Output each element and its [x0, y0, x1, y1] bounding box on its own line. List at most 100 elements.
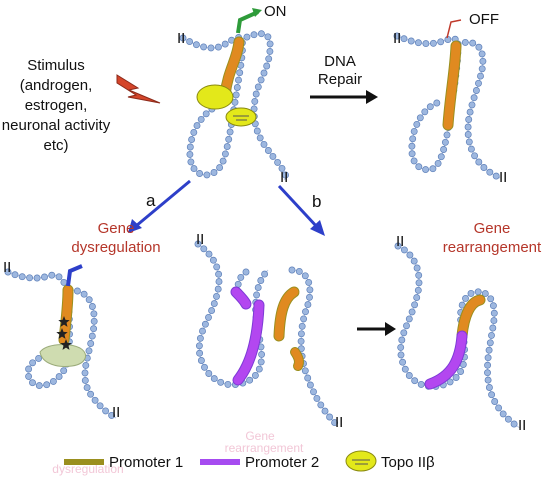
- path-a-arrow: [128, 179, 191, 233]
- dna-bead: [441, 138, 449, 146]
- legend-item-topo: Topo IIβ: [345, 450, 435, 472]
- dna-bead: [102, 407, 110, 415]
- dna-bead: [233, 84, 241, 91]
- dna-bead: [471, 152, 479, 160]
- dna-backbone: [239, 33, 287, 181]
- dna-bead: [422, 166, 430, 174]
- promoter-1-segment-broken: [273, 286, 300, 342]
- dna-bead: [295, 267, 303, 275]
- dna-bead: [452, 374, 460, 381]
- stimulus-line-5: etc): [43, 137, 68, 154]
- legend-label-promoter-2: Promoter 2: [245, 454, 319, 471]
- dna-bead: [410, 157, 418, 165]
- dna-bead: [236, 69, 244, 77]
- topo-iib-icon: [196, 84, 234, 110]
- dna-bead: [410, 257, 418, 265]
- off-label: OFF: [469, 11, 499, 28]
- dna-bead: [219, 157, 227, 165]
- dna-repair-line-2: Repair: [318, 71, 362, 88]
- dna-bead: [257, 30, 265, 38]
- dna-bead: [186, 143, 194, 151]
- dna-bead: [253, 291, 261, 299]
- dna-chain-top-center-b: [236, 30, 289, 181]
- dna-bead: [464, 131, 472, 138]
- dna-bead: [304, 374, 312, 382]
- dna-bead: [202, 110, 210, 118]
- dna-bead: [405, 315, 413, 323]
- dna-bead: [478, 50, 486, 58]
- dna-bead: [414, 286, 422, 294]
- dna-bead: [305, 278, 313, 286]
- dna-bead: [470, 94, 478, 102]
- dna-bead: [306, 286, 314, 294]
- legend-item-promoter-1: Promoter 1: [64, 454, 183, 471]
- dna-bead: [440, 146, 448, 153]
- dna-bead: [221, 40, 229, 48]
- dna-bead: [487, 295, 495, 303]
- dna-bead: [221, 150, 229, 158]
- dna-bead: [55, 373, 63, 381]
- promoter-1-segment-repaired-fill: [443, 41, 461, 130]
- dna-bead: [413, 264, 421, 272]
- stimulus-line-2: (androgen,: [20, 77, 93, 94]
- promoter-segments: [58, 36, 486, 390]
- dna-chain-top-right-b: [454, 38, 501, 180]
- dna-bead: [43, 381, 51, 389]
- dna-bead: [188, 136, 196, 144]
- dna-bead: [260, 69, 268, 77]
- dna-bead: [205, 313, 212, 321]
- dna-bead: [25, 365, 33, 373]
- dna-bead: [234, 280, 242, 288]
- dna-bead: [408, 142, 416, 150]
- dna-bead: [397, 351, 405, 359]
- dna-bead: [301, 367, 309, 375]
- dna-bead: [205, 370, 213, 377]
- dna-bead: [433, 99, 441, 107]
- dna-bead: [35, 354, 43, 362]
- dna-bead: [405, 372, 413, 379]
- promoter-1-fragment: [290, 347, 304, 371]
- dna-bead: [264, 33, 272, 41]
- dna-bead: [466, 108, 474, 116]
- dna-bead: [87, 340, 95, 347]
- dna-bead: [197, 115, 205, 123]
- dna-bead: [60, 367, 68, 375]
- dna-bead: [443, 131, 451, 139]
- legend-label-promoter-1: Promoter 1: [109, 454, 183, 471]
- dna-bead: [226, 128, 234, 136]
- dna-bead: [484, 354, 492, 362]
- promoter-2-segment-rearranged: [424, 330, 468, 390]
- stimulus-line-3: estrogen,: [25, 97, 88, 114]
- dna-bead: [410, 127, 418, 135]
- dna-bead: [48, 271, 56, 279]
- off-mark-icon: [446, 19, 462, 39]
- dna-bead: [254, 284, 262, 292]
- dna-bead: [477, 72, 484, 80]
- dna-bead: [486, 168, 494, 176]
- dna-bead: [474, 288, 482, 296]
- dna-bead: [488, 391, 496, 399]
- dna-bead: [415, 163, 423, 171]
- dna-bead: [465, 138, 473, 146]
- dna-bead: [60, 278, 68, 286]
- dna-bead: [214, 43, 222, 51]
- dna-bead: [83, 384, 91, 392]
- dna-bead: [485, 346, 493, 354]
- dna-bead: [85, 347, 93, 355]
- dna-bead: [196, 170, 204, 177]
- dna-bead: [73, 287, 81, 295]
- dna-bead: [437, 153, 445, 161]
- dna-backbone: [457, 41, 501, 179]
- dna-bead: [90, 325, 98, 333]
- dna-damage-star-icon: [56, 328, 68, 339]
- dna-bead: [88, 303, 96, 310]
- dna-bead: [243, 33, 251, 41]
- dna-bead: [201, 320, 209, 328]
- dna-bead: [82, 361, 90, 369]
- strand-end-marker: II: [3, 259, 11, 276]
- dna-bead: [203, 171, 211, 179]
- dna-bead: [480, 164, 488, 171]
- strand-end-marker: II: [335, 414, 343, 431]
- dna-bead: [407, 37, 415, 45]
